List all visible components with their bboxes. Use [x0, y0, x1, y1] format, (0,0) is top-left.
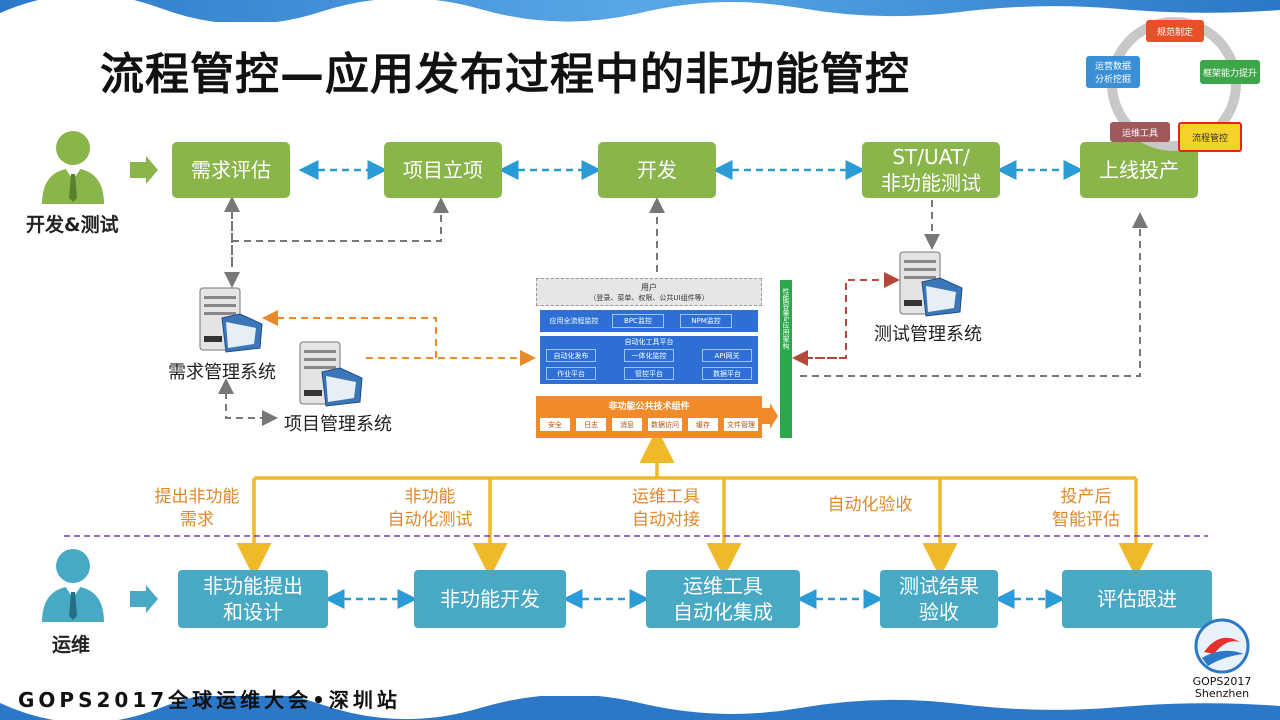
proj-system-label: 项目管理系统	[284, 414, 392, 435]
gops-logo-icon	[1194, 618, 1250, 674]
cycle-item-framework: 框架能力提升	[1200, 60, 1260, 84]
cycle-item-standards: 规范制定	[1146, 20, 1204, 42]
dev-person-icon	[42, 131, 104, 204]
red-dashed-links	[792, 272, 900, 366]
bus-label-auto-acceptance: 自动化验收	[827, 495, 913, 515]
arch-auto-item: 作业平台	[546, 367, 596, 380]
arch-nf-item: 数据访问	[648, 418, 682, 431]
arch-auto-item: API网关	[702, 349, 752, 362]
arch-nf-item: 安全	[540, 418, 570, 431]
cycle-item-ops-data: 运营数据 分析挖掘	[1086, 56, 1140, 88]
page-title: 流程管控—应用发布过程中的非功能管控	[100, 49, 910, 100]
ops-step-result-acceptance[interactable]: 测试结果 验收	[880, 570, 998, 628]
dev-role-label: 开发&测试	[26, 214, 119, 236]
ops-role-label: 运维	[52, 634, 91, 656]
ops-step-nf-design[interactable]: 非功能提出 和设计	[178, 570, 328, 628]
cycle-item-process-control: 流程管控	[1178, 122, 1242, 152]
arch-user-title: 用户	[641, 283, 657, 292]
arch-auto-title: 自动化工具平台	[624, 338, 674, 346]
dev-step-project-initiation[interactable]: 项目立项	[384, 142, 502, 198]
arch-nf-item: 消息	[612, 418, 642, 431]
arch-auto-platform: 自动化工具平台 自动化发布 一体化监控 API网关 作业平台 管控平台 数据平台	[540, 336, 758, 384]
dev-step-requirement-evaluation[interactable]: 需求评估	[172, 142, 290, 198]
cycle-item-ops-tools: 运维工具	[1110, 122, 1170, 142]
arch-monitor-item: BPC监控	[612, 314, 664, 328]
arch-auto-item: 自动化发布	[546, 349, 596, 362]
orange-dashed-links	[262, 310, 536, 366]
arch-nf-item: 缓存	[688, 418, 718, 431]
test-system-label: 测试管理系统	[874, 324, 982, 345]
arch-user-layer: 用户 （登录、菜单、权限、公共UI组件等）	[536, 278, 762, 306]
top-brush-border	[0, 0, 1280, 22]
arch-side-label: 性能容量&应用架构	[782, 288, 790, 350]
arch-nf-item: 日志	[576, 418, 606, 431]
req-system-label: 需求管理系统	[168, 362, 276, 383]
ops-step-evaluation-followup[interactable]: 评估跟进	[1062, 570, 1212, 628]
gray-dashed-links	[218, 196, 1148, 426]
arch-nf-item: 文件管理	[724, 418, 758, 431]
arch-auto-item: 数据平台	[702, 367, 752, 380]
dev-step-development[interactable]: 开发	[598, 142, 716, 198]
ops-step-tool-integration[interactable]: 运维工具 自动化集成	[646, 570, 800, 628]
gops-logo-text: GOPS2017 Shenzhen	[1192, 675, 1252, 700]
arch-right-arrow	[762, 403, 778, 429]
footer-conference: GOPS2017全球运维大会•深圳站	[18, 688, 401, 712]
bottom-brush-border	[0, 696, 1280, 720]
bus-label-auto-test: 非功能 自动化测试	[387, 487, 473, 530]
arch-monitor-item: 应用全流程监控	[549, 317, 599, 325]
arch-auto-item: 管控平台	[624, 367, 674, 380]
bus-label-smart-evaluation: 投产后 智能评估	[1052, 487, 1120, 530]
ops-role-arrow	[130, 585, 158, 613]
test-server-icon	[899, 251, 963, 317]
arch-nf-components: 非功能公共技术组件 安全 日志 消息 数据访问 缓存 文件管理	[536, 396, 762, 438]
arch-side-bar: 性能容量&应用架构	[780, 280, 792, 438]
req-server-icon	[199, 287, 263, 353]
arch-monitor-item: NPM监控	[680, 314, 732, 328]
arch-auto-item: 一体化监控	[624, 349, 674, 362]
ops-person-icon	[42, 549, 104, 622]
bus-label-tool-connect: 运维工具 自动对接	[632, 487, 700, 530]
yellow-bus	[236, 428, 1154, 578]
arch-nf-title: 非功能公共技术组件	[608, 401, 690, 412]
dev-step-testing[interactable]: ST/UAT/ 非功能测试	[862, 142, 1000, 198]
dev-role-arrow	[130, 156, 158, 184]
proj-server-icon	[299, 341, 363, 407]
ops-step-nf-development[interactable]: 非功能开发	[414, 570, 566, 628]
arch-monitor-row: 应用全流程监控 BPC监控 NPM监控	[540, 310, 758, 332]
arch-user-sub: （登录、菜单、权限、公共UI组件等）	[589, 294, 709, 302]
architecture-diagram: 用户 （登录、菜单、权限、公共UI组件等） 应用全流程监控 BPC监控 NPM监…	[536, 278, 762, 438]
bus-label-submit-requirement: 提出非功能 需求	[154, 487, 240, 530]
